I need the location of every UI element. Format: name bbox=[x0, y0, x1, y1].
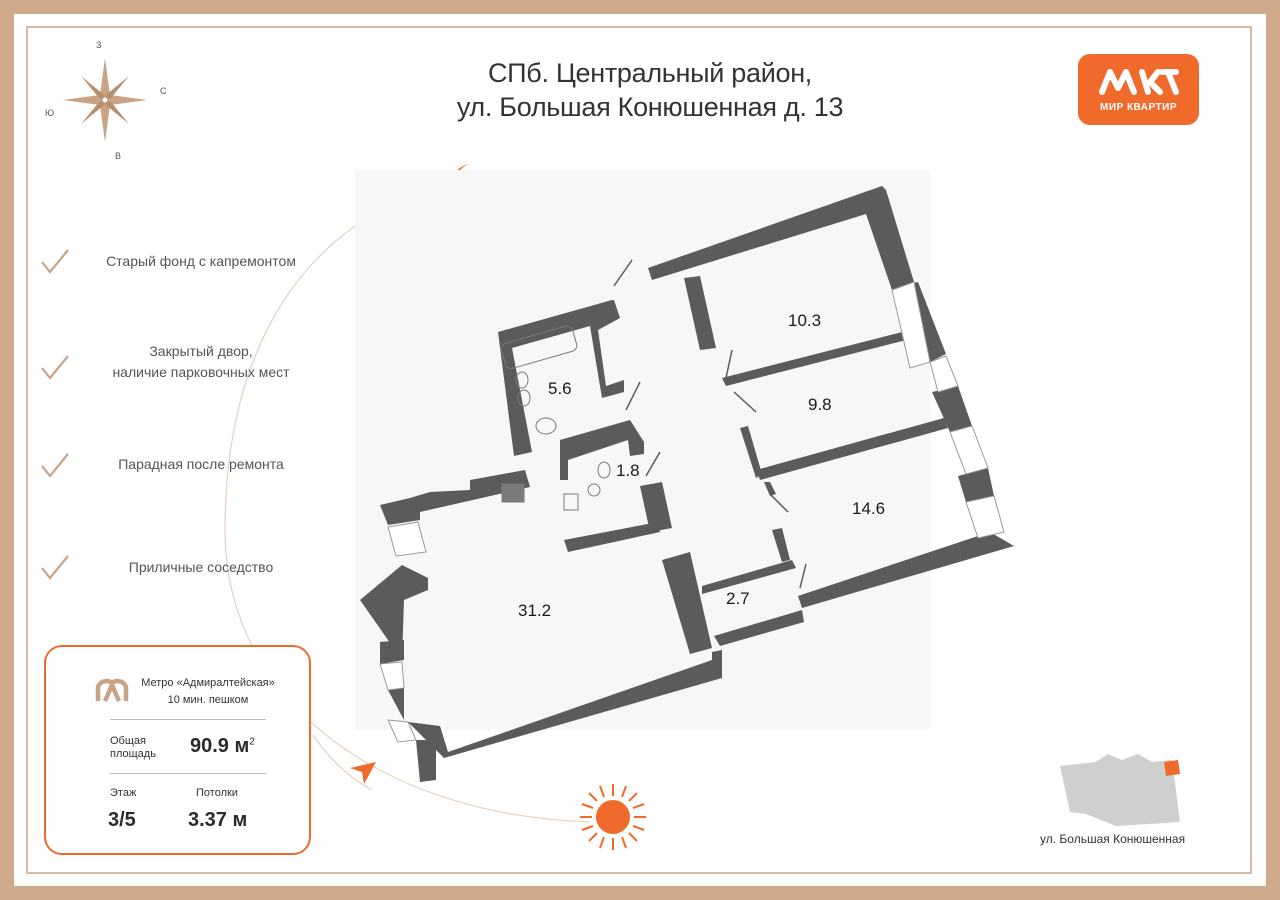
logo-text: МИР КВАРТИР bbox=[1099, 102, 1178, 113]
room-area-label: 9.8 bbox=[808, 395, 832, 414]
feature-text: Парадная после ремонта bbox=[118, 456, 284, 472]
metro-logo-icon bbox=[95, 678, 129, 702]
metro-station: Метро «Адмиралтейская» bbox=[141, 677, 275, 689]
compass-west-letter: Ю bbox=[45, 108, 55, 118]
inner-border bbox=[26, 26, 1252, 874]
ceiling-value: 3.37 м bbox=[188, 809, 248, 831]
room-area-label: 14.6 bbox=[852, 499, 886, 518]
compass-rose-icon bbox=[63, 58, 147, 142]
feature-text: Старый фонд с капремонтом bbox=[106, 253, 296, 269]
title-line-2: ул. Большая Конюшенная д. 13 bbox=[456, 92, 844, 122]
divider bbox=[110, 773, 266, 774]
room-area-label: 5.6 bbox=[548, 379, 572, 398]
checkmark-icon bbox=[41, 555, 69, 580]
feature-text: Закрытый двор,наличие парковочных мест bbox=[112, 343, 290, 380]
street-label: ул. Большая Конюшенная bbox=[1040, 832, 1186, 846]
feature-text: Приличные соседство bbox=[128, 559, 274, 575]
arrow-icon bbox=[350, 762, 376, 784]
room-area-label: 2.7 bbox=[726, 589, 750, 608]
divider bbox=[110, 719, 266, 720]
floor-value: 3/5 bbox=[108, 809, 136, 831]
checkmark-icon bbox=[41, 355, 69, 380]
logo-mark-icon bbox=[1099, 69, 1179, 95]
sun-icon bbox=[580, 784, 646, 850]
checkmark-icon bbox=[41, 453, 69, 478]
room-area-label: 10.3 bbox=[788, 311, 822, 330]
site-map-icon bbox=[1060, 754, 1180, 826]
metro-info: Метро «Адмиралтейская» 10 мин. пешком bbox=[118, 675, 298, 709]
compass-south-letter: В bbox=[115, 151, 122, 161]
floor-label: Этаж bbox=[110, 787, 137, 799]
company-logo: МИР КВАРТИР bbox=[1078, 54, 1199, 125]
room-area-label: 1.8 bbox=[616, 461, 640, 480]
page-title: СПб. Центральный район, ул. Большая Коню… bbox=[380, 56, 920, 124]
compass-north-letter: З bbox=[96, 40, 102, 50]
compass-east-letter: С bbox=[160, 86, 167, 96]
metro-walk-time: 10 мин. пешком bbox=[167, 694, 249, 706]
area-value: 90.9 м2 bbox=[190, 735, 255, 757]
room-area-label: 31.2 bbox=[518, 601, 552, 620]
title-line-1: СПб. Центральный район, bbox=[487, 58, 813, 88]
checkmark-icon bbox=[41, 249, 69, 274]
ceiling-label: Потолки bbox=[196, 787, 238, 799]
info-card: Метро «Адмиралтейская» 10 мин. пешком Об… bbox=[44, 645, 311, 855]
